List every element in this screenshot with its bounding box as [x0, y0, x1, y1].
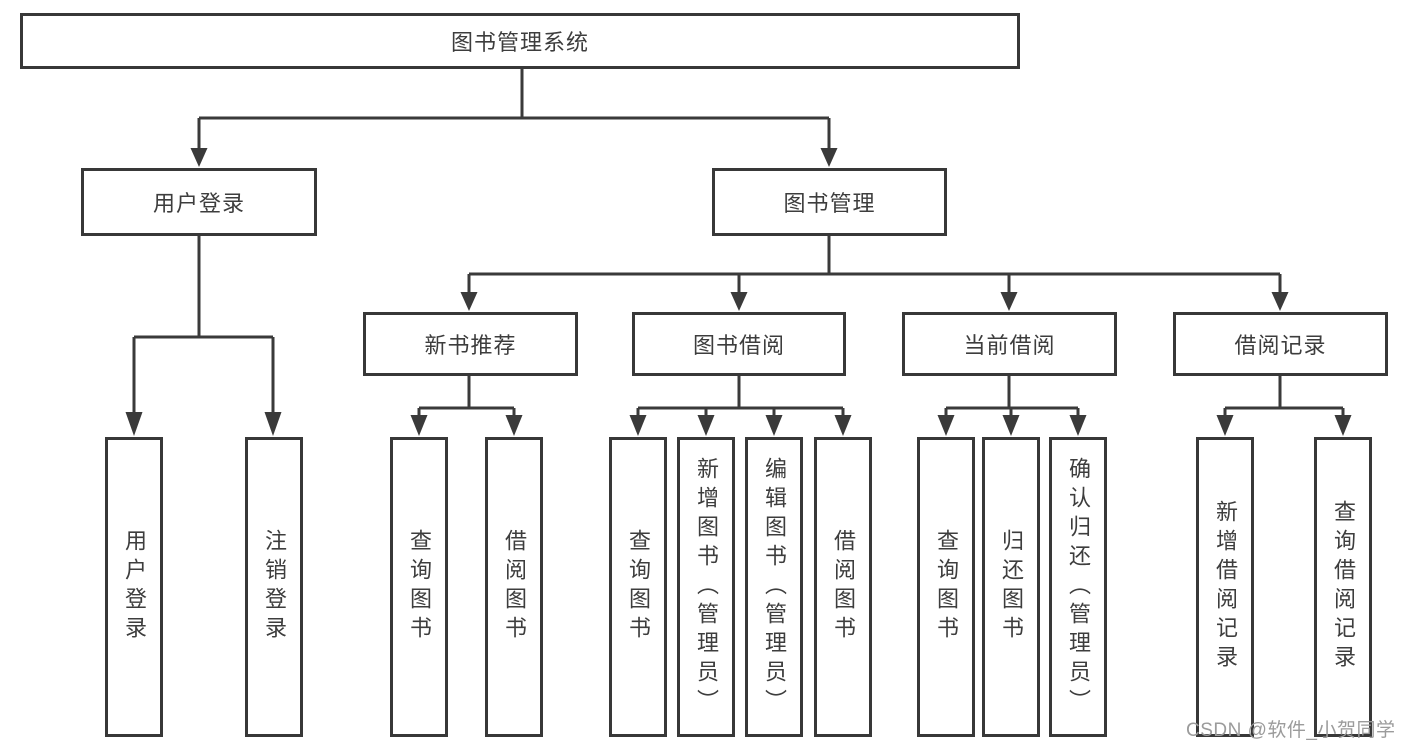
leaf-return-books: 归还图书: [982, 437, 1040, 737]
node-new-book-recommend: 新书推荐: [363, 312, 578, 376]
leaf-borrow-query-books-label: 查询图书: [626, 529, 651, 645]
node-book-borrow: 图书借阅: [632, 312, 846, 376]
leaf-return-books-label: 归还图书: [999, 529, 1024, 645]
connector-current-to-leaves: [937, 376, 1087, 436]
leaf-borrow-books: 借阅图书: [814, 437, 872, 737]
leaf-edit-books-admin-label: 编辑图书（管理员）: [762, 456, 787, 718]
connector-borrow-to-leaves: [629, 376, 852, 436]
leaf-newbook-borrow-books: 借阅图书: [485, 437, 543, 737]
connector-records-to-leaves: [1216, 376, 1352, 436]
node-current-borrow: 当前借阅: [902, 312, 1117, 376]
leaf-query-borrow-record: 查询借阅记录: [1314, 437, 1372, 737]
leaf-current-query-books: 查询图书: [917, 437, 975, 737]
leaf-query-borrow-record-label: 查询借阅记录: [1331, 500, 1356, 674]
leaf-newbook-borrow-books-label: 借阅图书: [502, 529, 527, 645]
leaf-current-query-books-label: 查询图书: [934, 529, 959, 645]
watermark: CSDN @软件_小贺同学: [1186, 720, 1396, 741]
leaf-edit-books-admin: 编辑图书（管理员）: [745, 437, 803, 737]
leaf-newbook-query-books-label: 查询图书: [407, 529, 432, 645]
node-book-management: 图书管理: [712, 168, 947, 236]
node-user-login: 用户登录: [81, 168, 317, 236]
leaf-borrow-books-label: 借阅图书: [831, 529, 856, 645]
leaf-logout-label: 注销登录: [262, 529, 287, 645]
leaf-add-books-admin: 新增图书（管理员）: [677, 437, 735, 737]
leaf-add-books-admin-label: 新增图书（管理员）: [694, 456, 719, 718]
leaf-user-login-label: 用户登录: [122, 529, 147, 645]
leaf-add-borrow-record: 新增借阅记录: [1196, 437, 1254, 737]
leaf-confirm-return-admin: 确认归还（管理员）: [1049, 437, 1107, 737]
connector-login-to-leaves: [125, 236, 282, 436]
node-borrow-records: 借阅记录: [1173, 312, 1388, 376]
connector-newbook-to-leaves: [410, 376, 523, 436]
leaf-user-login: 用户登录: [105, 437, 163, 737]
connector-root-to-level2: [190, 68, 838, 167]
leaf-confirm-return-admin-label: 确认归还（管理员）: [1066, 456, 1091, 718]
leaf-newbook-query-books: 查询图书: [390, 437, 448, 737]
leaf-logout: 注销登录: [245, 437, 303, 737]
node-library-system: 图书管理系统: [20, 13, 1020, 69]
connector-management-to-level3: [460, 236, 1289, 311]
leaf-borrow-query-books: 查询图书: [609, 437, 667, 737]
leaf-add-borrow-record-label: 新增借阅记录: [1213, 500, 1238, 674]
